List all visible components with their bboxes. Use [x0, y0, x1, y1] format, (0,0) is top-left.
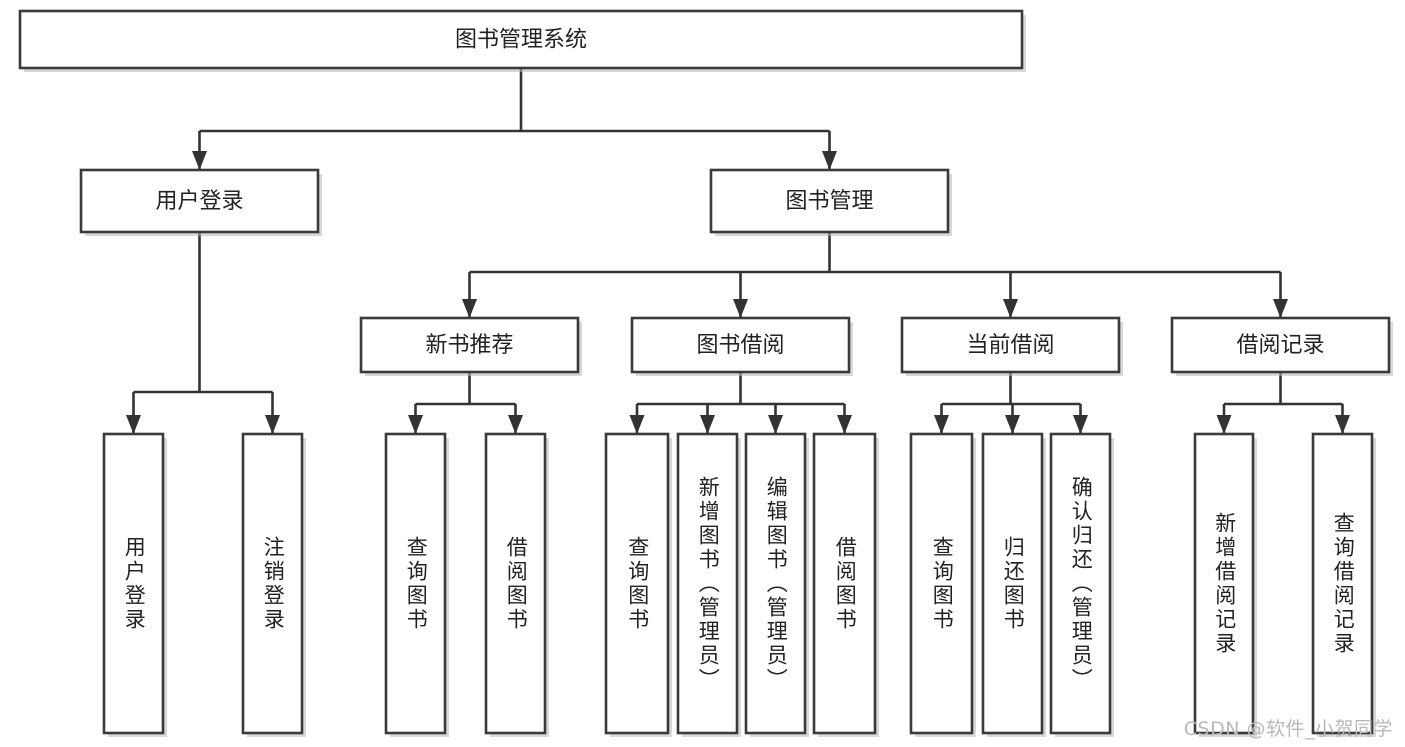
conn-book-management-arrow-3 — [1273, 299, 1288, 318]
node-user-logout[interactable] — [241, 432, 304, 735]
node-user-login-do[interactable] — [102, 432, 165, 735]
watermark-text: CSDN @软件_小贺同学 — [1183, 718, 1393, 740]
conn-user-login-arrow-1 — [265, 415, 280, 434]
conn-book-borrow-arrow-3 — [837, 415, 852, 434]
conn-borrow-record-arrow-1 — [1335, 415, 1350, 434]
node-bb-add-book[interactable] — [676, 432, 739, 735]
node-nbr-query-book[interactable] — [384, 432, 447, 735]
node-root-label: 图书管理系统 — [455, 28, 587, 53]
conn-current-borrow-arrow-0 — [934, 415, 949, 434]
conn-book-management-arrow-2 — [1003, 299, 1018, 318]
node-br-add-record[interactable] — [1193, 432, 1255, 735]
node-borrow-record-label: 借阅记录 — [1236, 333, 1324, 358]
conn-current-borrow-arrow-1 — [1005, 415, 1020, 434]
node-br-query-record[interactable] — [1311, 432, 1374, 735]
conn-borrow-record-arrow-0 — [1216, 415, 1232, 434]
boxes-layer — [18, 9, 1393, 737]
conn-current-borrow-arrow-2 — [1073, 415, 1088, 434]
conn-book-management-arrow-0 — [462, 299, 477, 318]
node-book-management-label: 图书管理 — [785, 189, 873, 214]
conn-root-arrow-1 — [822, 151, 837, 170]
node-book-management[interactable] — [709, 168, 950, 234]
connectors-layer — [126, 68, 1350, 434]
node-cb-query-book[interactable] — [909, 432, 974, 735]
node-current-borrow[interactable] — [900, 316, 1121, 374]
conn-root-arrow-0 — [192, 151, 207, 170]
conn-new-book-recommend-arrow-1 — [508, 415, 523, 434]
node-user-login[interactable] — [79, 168, 320, 234]
conn-new-book-recommend-arrow-0 — [408, 415, 423, 434]
node-new-book-recommend-label: 新书推荐 — [425, 333, 513, 358]
node-cb-return-book[interactable] — [981, 432, 1044, 735]
node-borrow-record[interactable] — [1170, 316, 1391, 374]
conn-user-login-arrow-0 — [126, 415, 141, 434]
conn-book-borrow-arrow-0 — [629, 415, 645, 434]
node-bb-query-book[interactable] — [604, 432, 670, 735]
node-book-borrow[interactable] — [630, 316, 851, 374]
node-current-borrow-label: 当前借阅 — [966, 333, 1054, 358]
conn-book-borrow-arrow-1 — [700, 415, 715, 434]
node-bb-edit-book[interactable] — [744, 432, 807, 735]
node-bb-borrow-book[interactable] — [812, 432, 877, 735]
node-user-login-label: 用户登录 — [155, 189, 243, 214]
node-root[interactable] — [18, 9, 1024, 70]
node-nbr-borrow-book[interactable] — [484, 432, 547, 735]
node-cb-confirm-return[interactable] — [1049, 432, 1112, 735]
conn-book-management-arrow-1 — [733, 299, 748, 318]
node-new-book-recommend[interactable] — [359, 316, 580, 374]
node-book-borrow-label: 图书借阅 — [696, 333, 784, 358]
conn-book-borrow-arrow-2 — [768, 415, 783, 434]
